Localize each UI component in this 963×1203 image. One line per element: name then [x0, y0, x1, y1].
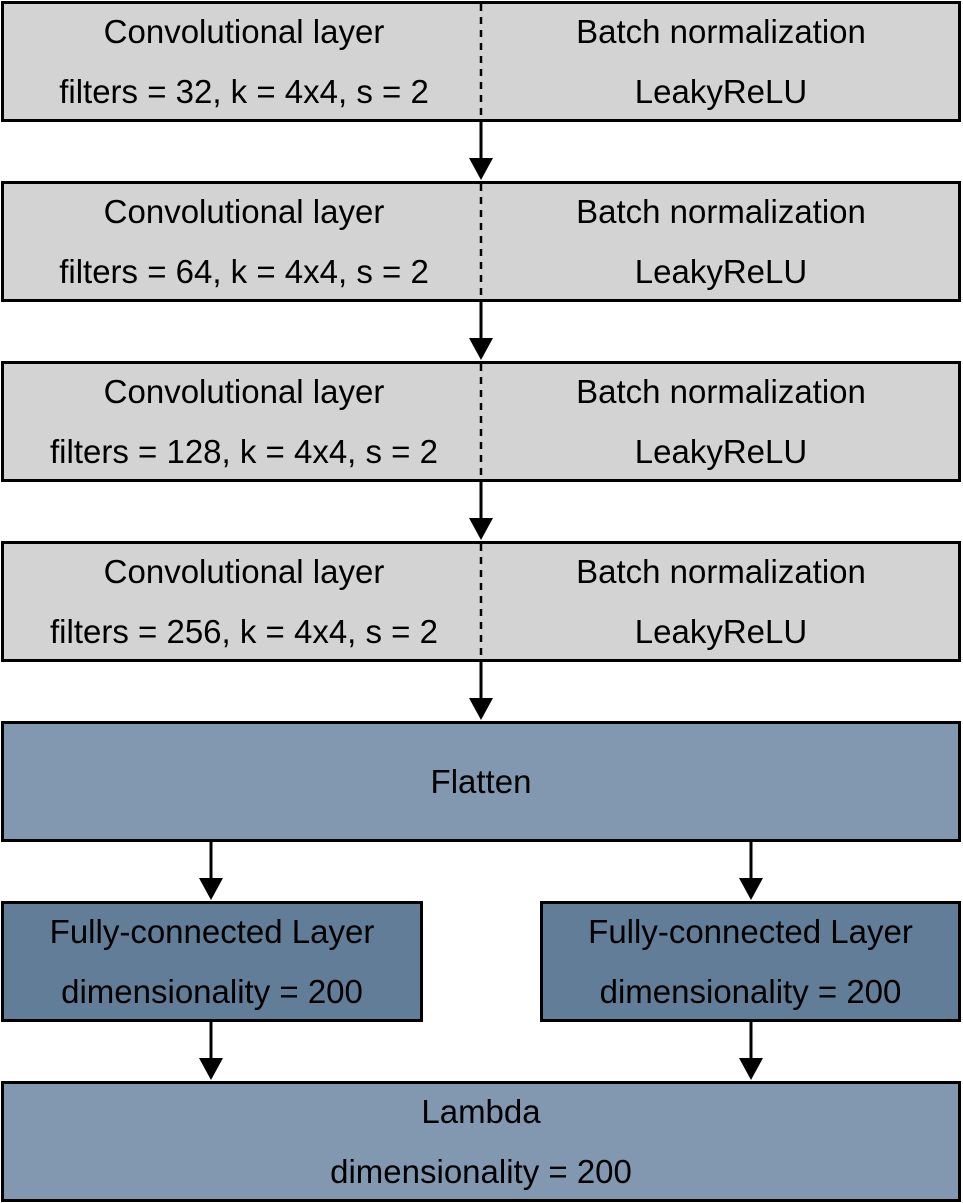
arrow-conv4-to-flatten [469, 662, 493, 720]
lambda-block: Lambda dimensionality = 200 [1, 1081, 961, 1202]
batchnorm-section: Batch normalization LeakyReLU [484, 364, 958, 479]
activation-label: LeakyReLU [634, 612, 808, 650]
activation-label: LeakyReLU [634, 252, 808, 290]
arrow-conv1-to-conv2 [469, 122, 493, 180]
fc-layer-title: Fully-connected Layer [588, 912, 913, 950]
batchnorm-title: Batch normalization [576, 192, 866, 230]
arrow-flatten-to-fc-left [199, 842, 223, 900]
arrow-conv2-to-conv3 [469, 302, 493, 360]
conv-layer-title: Convolutional layer [103, 372, 385, 410]
batchnorm-section: Batch normalization LeakyReLU [484, 184, 958, 299]
fc-layer-title: Fully-connected Layer [49, 912, 375, 950]
batchnorm-title: Batch normalization [576, 372, 866, 410]
arrow-fc-right-to-lambda [739, 1022, 763, 1080]
conv-layer-section: Convolutional layer filters = 256, k = 4… [4, 544, 484, 659]
fc-layer-dimensionality: dimensionality = 200 [599, 972, 902, 1010]
conv-block-1: Convolutional layer filters = 32, k = 4x… [1, 1, 961, 122]
conv-layer-title: Convolutional layer [103, 192, 385, 230]
fc-layer-left: Fully-connected Layer dimensionality = 2… [1, 901, 423, 1022]
conv-layer-section: Convolutional layer filters = 32, k = 4x… [4, 4, 484, 119]
arrow-fc-left-to-lambda [199, 1022, 223, 1080]
conv-layer-params: filters = 64, k = 4x4, s = 2 [59, 252, 429, 290]
conv-block-2: Convolutional layer filters = 64, k = 4x… [1, 181, 961, 302]
conv-layer-title: Convolutional layer [103, 12, 385, 50]
batchnorm-title: Batch normalization [576, 552, 866, 590]
fc-layer-dimensionality: dimensionality = 200 [61, 972, 363, 1010]
lambda-dimensionality: dimensionality = 200 [330, 1152, 632, 1190]
lambda-title: Lambda [421, 1092, 541, 1130]
conv-layer-title: Convolutional layer [103, 552, 385, 590]
arrow-conv3-to-conv4 [469, 482, 493, 540]
conv-layer-section: Convolutional layer filters = 64, k = 4x… [4, 184, 484, 299]
conv-layer-params: filters = 128, k = 4x4, s = 2 [50, 432, 438, 470]
activation-label: LeakyReLU [634, 72, 808, 110]
conv-block-4: Convolutional layer filters = 256, k = 4… [1, 541, 961, 662]
activation-label: LeakyReLU [634, 432, 808, 470]
batchnorm-section: Batch normalization LeakyReLU [484, 544, 958, 659]
conv-block-3: Convolutional layer filters = 128, k = 4… [1, 361, 961, 482]
conv-layer-params: filters = 32, k = 4x4, s = 2 [59, 72, 429, 110]
conv-layer-section: Convolutional layer filters = 128, k = 4… [4, 364, 484, 479]
conv-layer-params: filters = 256, k = 4x4, s = 2 [50, 612, 438, 650]
flatten-label: Flatten [430, 762, 532, 800]
batchnorm-section: Batch normalization LeakyReLU [484, 4, 958, 119]
batchnorm-title: Batch normalization [576, 12, 866, 50]
arrow-flatten-to-fc-right [739, 842, 763, 900]
fc-layer-right: Fully-connected Layer dimensionality = 2… [540, 901, 961, 1022]
flatten-block: Flatten [1, 721, 961, 842]
